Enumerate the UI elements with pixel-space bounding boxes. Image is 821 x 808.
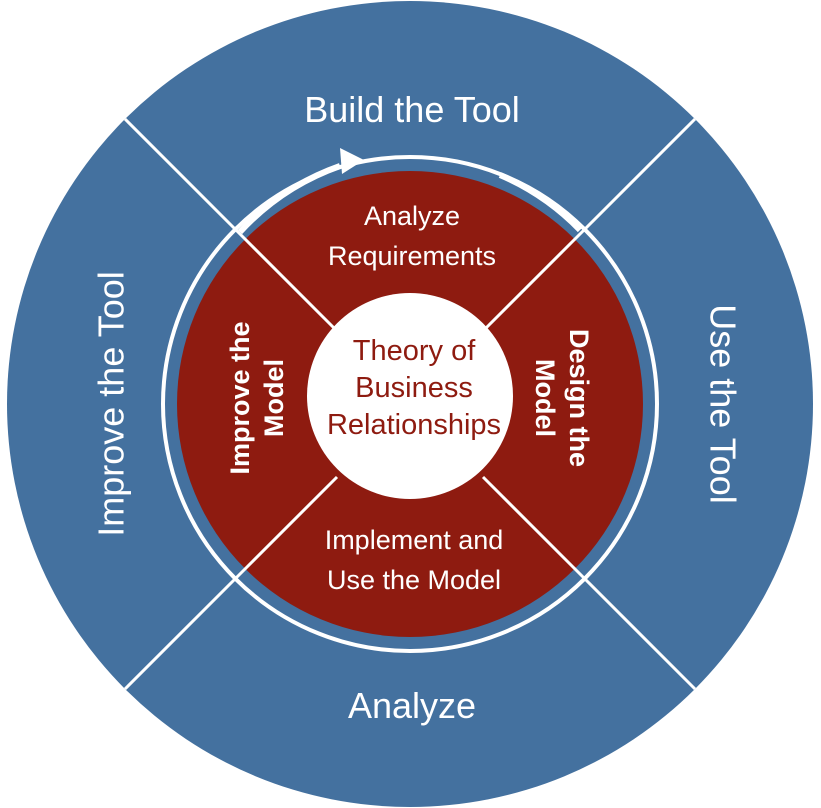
- inner-label-top-line1: Analyze: [364, 201, 460, 231]
- inner-label-bottom-line2: Use the Model: [327, 565, 501, 595]
- inner-label-left-line1: Improve the: [225, 321, 255, 474]
- inner-label-right-line1: Design the: [564, 329, 594, 467]
- inner-divider-sw: [243, 475, 339, 571]
- outer-divider-se: [568, 562, 697, 691]
- inner-divider-ne: [481, 237, 577, 333]
- outer-label-bottom: Analyze: [348, 685, 476, 726]
- center-circle: [307, 293, 513, 499]
- cycle-ring: [161, 155, 659, 653]
- inner-label-right-line2: Model: [530, 359, 560, 437]
- outer-label-left: Improve the Tool: [91, 271, 132, 536]
- outer-divider-sw: [123, 562, 252, 691]
- outer-label-top: Build the Tool: [304, 89, 520, 130]
- inner-divider-se: [481, 475, 577, 571]
- cycle-arrow-icon: [237, 148, 583, 235]
- outer-label-right: Use the Tool: [702, 304, 743, 503]
- inner-divider-nw: [243, 237, 339, 333]
- inner-label-top-line2: Requirements: [328, 241, 496, 271]
- center-label-line2: Business: [355, 372, 473, 404]
- outer-divider-ne: [568, 117, 697, 246]
- inner-label-bottom-line1: Implement and: [325, 525, 504, 555]
- center-label-line3: Relationships: [327, 409, 501, 441]
- center-label-line1: Theory of: [353, 335, 476, 367]
- inner-label-left-line2: Model: [259, 359, 289, 437]
- outer-divider-nw: [123, 117, 252, 246]
